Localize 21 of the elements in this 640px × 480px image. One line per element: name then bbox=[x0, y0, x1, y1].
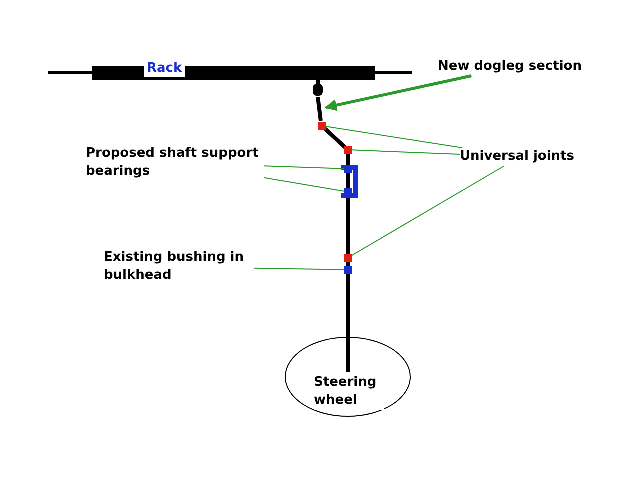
rack-label: Rack bbox=[144, 61, 186, 77]
leader-line bbox=[352, 150, 460, 156]
callout-text: New dogleg section bbox=[438, 58, 588, 76]
callout-text: Existing bushing in bulkhead bbox=[104, 249, 254, 285]
leader-line bbox=[352, 166, 506, 256]
arrow bbox=[324, 74, 472, 112]
steering-wheel bbox=[285, 337, 411, 417]
dogleg-section bbox=[314, 97, 326, 121]
joint-marker bbox=[318, 122, 326, 130]
leader-line bbox=[264, 177, 344, 192]
callout-text: Universal joints bbox=[460, 148, 580, 166]
leader-line bbox=[264, 166, 344, 170]
bearing-marker bbox=[344, 266, 352, 274]
wheel-label: Steering wheel bbox=[314, 374, 384, 410]
bearing-marker bbox=[344, 188, 352, 196]
bearing-marker bbox=[344, 165, 352, 173]
joint-marker bbox=[344, 146, 352, 154]
joint-marker bbox=[344, 254, 352, 262]
leader-line bbox=[326, 126, 464, 148]
leader-line bbox=[254, 268, 344, 270]
callout-text: Proposed shaft support bearings bbox=[86, 145, 264, 181]
